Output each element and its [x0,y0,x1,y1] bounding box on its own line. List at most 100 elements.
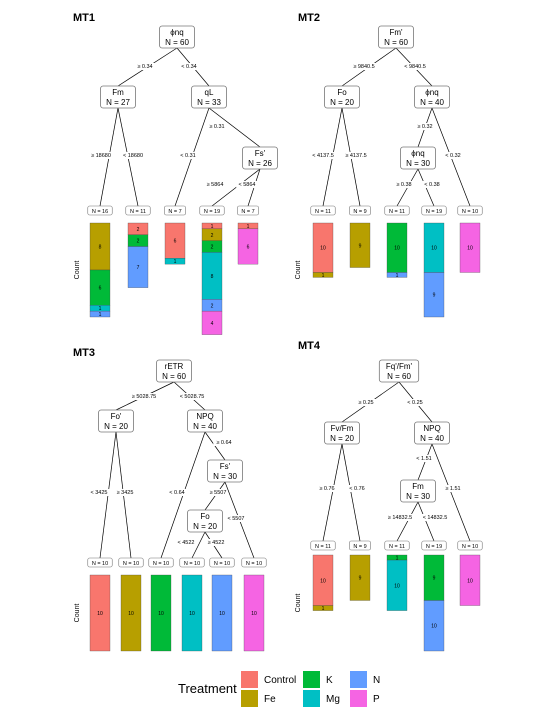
leaf-bar-segment [237,228,259,265]
segment-count-label: 10 [320,246,326,252]
edge-split-label: ≥ 9840.5 [353,64,374,70]
tree-panel-mt3: MT3≥ 5028.75< 5028.75< 3425≥ 3425< 0.64≥… [73,347,267,652]
legend-swatch [350,690,367,707]
leaf-count-box [179,557,205,568]
leaf-count-box [164,205,187,216]
edge-split-label: ≥ 0.32 [417,124,432,130]
edge-split-label: ≥ 0.64 [216,440,231,446]
edge-split-label: ≥ 0.31 [209,124,224,130]
leaf-count-label: N = 10 [462,544,478,550]
edge-split-label: < 0.31 [180,153,195,159]
segment-count-label: 1 [211,224,214,230]
edge-split-label: ≥ 5507 [210,490,227,496]
edge-split-label: < 14832.5 [423,515,448,521]
edge-label-bg [213,439,235,446]
split-node-box [414,85,450,109]
leaf-count-box [118,557,144,568]
count-axis-label: Count [295,261,302,280]
split-variable: Fv/Fm [331,424,354,433]
leaf-count-label: N = 11 [130,209,146,215]
edge-label-bg [207,489,229,496]
leaf-count-box [241,557,267,568]
split-variable: ϕnq [170,28,183,37]
edge-split-label: ≥ 1.51 [445,486,460,492]
segment-count-label: 10 [219,611,225,617]
edge-label-bg [384,514,416,521]
segment-count-label: 6 [174,239,177,245]
leaf-count-label: N = 19 [426,209,442,215]
edge-split-label: ≥ 4137.5 [345,153,366,159]
leaf-count-box [348,540,371,551]
tree-edge [431,443,471,542]
split-node-count: N = 40 [420,98,444,107]
edge-split-label: < 4137.5 [312,153,334,159]
edge-label-bg [401,63,429,70]
segment-count-label: 2 [211,303,214,309]
split-node-box [100,85,136,109]
leaf-count-label: N = 9 [353,544,366,550]
tree-panel-mt2: MT2≥ 9840.5< 9840.5< 4137.5≥ 4137.5≥ 0.3… [295,12,483,318]
segment-count-label: 10 [189,611,195,617]
segment-count-label: 2 [211,233,214,239]
leaf-bar-segment [150,574,172,652]
edge-label-bg [88,152,114,159]
edge-label-bg [225,515,247,522]
leaf-bar-segment [201,310,223,335]
split-node-count: N = 30 [213,472,237,481]
split-node-count: N = 60 [162,372,186,381]
segment-count-label: 7 [137,265,140,271]
edge-split-label: < 5028.75 [180,394,205,400]
segment-count-label: 1 [247,224,250,230]
legend-item: K [303,671,333,688]
count-axis-label: Count [74,261,81,280]
split-node-box [98,409,134,433]
tree-edges: ≥ 9840.5< 9840.5< 4137.5≥ 4137.5≥ 0.32< … [309,47,471,207]
edge-split-label: < 0.64 [169,490,184,496]
split-node-box [324,85,360,109]
edge-label-bg [404,399,426,406]
edge-label-bg [166,489,188,496]
segment-count-label: 8 [99,245,102,251]
leaf-count-box [310,205,336,216]
edge-split-label: < 0.32 [445,153,460,159]
leaf-count-label: N = 11 [315,544,331,550]
leaf-count-label: N = 11 [389,209,405,215]
edge-label-bg [442,152,464,159]
leaf-count-box [148,557,174,568]
leaf-bar-segment [349,222,371,268]
segment-count-label: 10 [251,611,257,617]
edge-split-label: < 18680 [123,153,143,159]
legend-item: N [350,671,380,688]
leaf-bar-segment [211,574,233,652]
edge-split-label: < 0.38 [424,182,439,188]
count-axis-label: Count [295,594,302,613]
edge-label-bg [176,393,208,400]
panel-title: MT2 [298,12,320,24]
leaf-count-box [457,205,483,216]
split-node-count: N = 40 [193,422,217,431]
edge-label-bg [413,455,435,462]
split-variable: Fm [412,482,424,491]
edge-split-label: < 3425 [91,490,108,496]
split-node-count: N = 27 [106,98,130,107]
tree-edge [322,443,343,542]
split-node-count: N = 60 [165,38,189,47]
segment-count-label: 9 [359,576,362,582]
split-node-count: N = 40 [420,434,444,443]
panel-title: MT3 [73,347,95,359]
leaf-bar-segment [243,574,265,652]
segment-count-label: 10 [97,611,103,617]
segment-count-label: 2 [137,239,140,245]
segment-count-label: 10 [394,246,400,252]
edge-label-bg [421,181,443,188]
split-node-count: N = 26 [248,159,272,168]
